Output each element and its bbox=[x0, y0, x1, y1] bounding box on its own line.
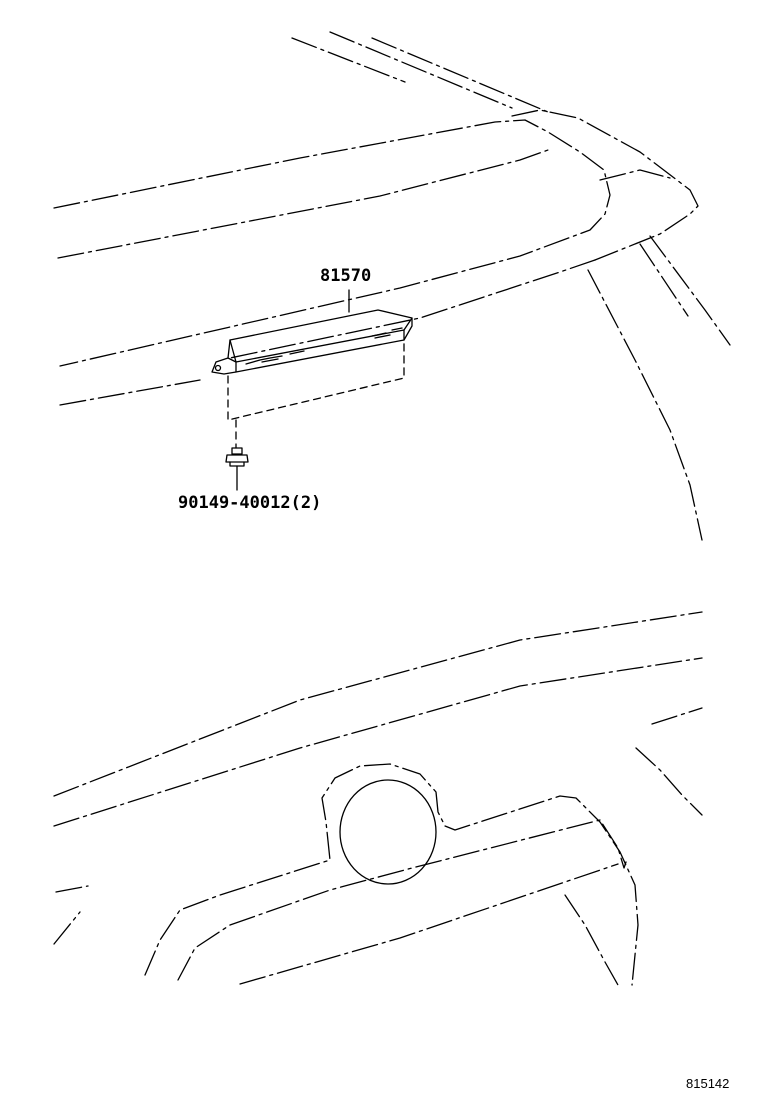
leader-lines bbox=[236, 289, 350, 491]
part-quantity-fastener: (2) bbox=[290, 493, 322, 513]
stop-lamp-assembly bbox=[211, 309, 413, 375]
part-number-stop-lamp: 81570 bbox=[320, 266, 372, 286]
installation-hidden-lines bbox=[227, 339, 405, 449]
part-number-fastener: 90149-40012(2) bbox=[178, 495, 321, 512]
fastener-nut bbox=[225, 447, 249, 467]
back-door-outline bbox=[53, 611, 703, 986]
figure-id: 815142 bbox=[686, 1076, 730, 1091]
rear-spoiler-outline bbox=[53, 31, 731, 541]
part-number-fastener-code: 90149-40012 bbox=[178, 493, 291, 513]
